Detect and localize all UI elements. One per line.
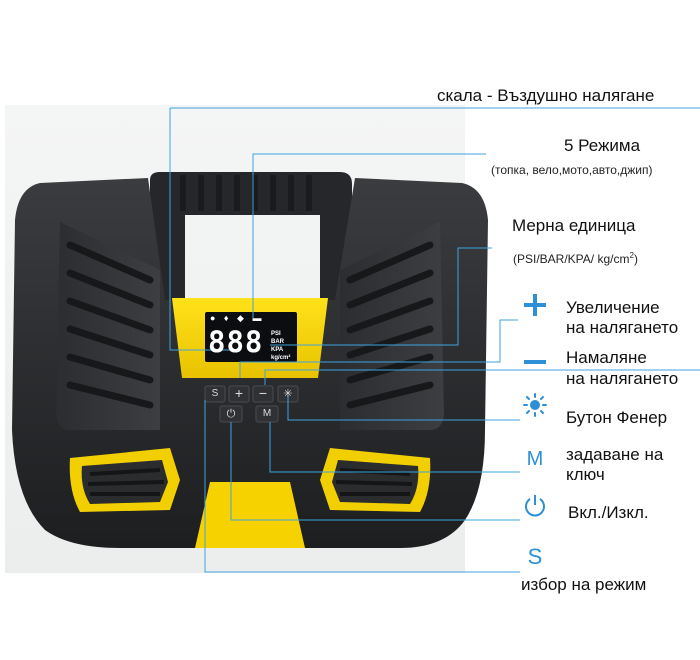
m-icon: M bbox=[526, 448, 544, 470]
device-button-s[interactable]: S bbox=[211, 388, 219, 399]
unit-psi: PSI bbox=[271, 331, 281, 337]
device-button-minus[interactable]: − bbox=[258, 385, 268, 401]
label-decrease-1: Намаляне bbox=[566, 348, 647, 367]
device-button-light[interactable]: ✳ bbox=[283, 388, 293, 400]
minus-icon bbox=[524, 360, 546, 364]
display-units: PSI BAR KPA kg/cm² bbox=[271, 330, 290, 362]
label-modes: 5 Режима bbox=[564, 136, 641, 155]
display-digits: 888 bbox=[208, 325, 264, 359]
label-set-2: ключ bbox=[566, 465, 605, 484]
device-button-m[interactable]: M bbox=[262, 408, 272, 419]
unit-kgcm: kg/cm² bbox=[271, 355, 291, 361]
device-button-plus[interactable]: + bbox=[234, 385, 244, 401]
label-increase-2: на налягането bbox=[566, 318, 679, 337]
sun-icon bbox=[523, 393, 547, 417]
label-unit: Мерна единица bbox=[512, 216, 636, 235]
label-power: Вкл./Изкл. bbox=[568, 503, 649, 522]
unit-sub-end: ) bbox=[633, 252, 638, 266]
label-set-1: задаване на bbox=[566, 445, 664, 464]
label-modes-sub: (топка, вело,мото,авто,джип) bbox=[491, 163, 653, 177]
unit-kpa: KPA bbox=[271, 347, 284, 353]
label-unit-sub: (PSI/BAR/KPA/ kg/cm2) bbox=[513, 251, 638, 266]
display-mode-icons: ● ♦ ◆ ▬ bbox=[210, 313, 265, 323]
unit-sub-text: (PSI/BAR/KPA/ kg/cm bbox=[513, 252, 630, 266]
label-light: Бутон Фенер bbox=[566, 408, 668, 427]
power-icon bbox=[525, 495, 545, 517]
label-increase-1: Увеличение bbox=[566, 298, 660, 317]
unit-sub-sup: 2 bbox=[629, 251, 634, 260]
label-decrease-2: на налягането bbox=[566, 369, 679, 388]
device-button-power[interactable]: ⏻ bbox=[226, 408, 236, 420]
s-icon: S bbox=[527, 544, 543, 569]
unit-bar: BAR bbox=[271, 339, 284, 345]
label-mode-select: избор на режим bbox=[521, 575, 647, 594]
label-scale: скала - Въздушно налягане bbox=[437, 86, 655, 105]
plus-icon bbox=[524, 294, 546, 316]
